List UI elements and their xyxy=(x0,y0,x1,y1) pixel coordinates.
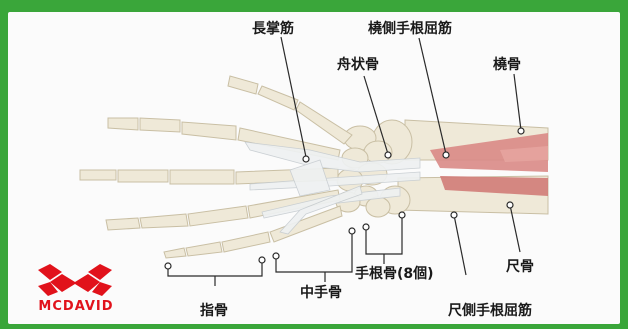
label-scaphoid: 舟状骨 xyxy=(337,57,379,73)
label-flexor-carpi-ulnaris: 尺側手根屈筋 xyxy=(448,303,532,319)
label-ulna: 尺骨 xyxy=(506,259,534,275)
label-carpals: 手根骨(8個) xyxy=(355,266,434,282)
logo-text: MCDAVID xyxy=(18,299,134,314)
label-radius: 橈骨 xyxy=(493,57,521,73)
label-flexor-carpi-radialis: 橈側手根屈筋 xyxy=(368,21,452,37)
mcdavid-logo-mark-icon xyxy=(36,262,114,298)
label-metacarpals: 中手骨 xyxy=(300,285,342,301)
label-phalanges: 指骨 xyxy=(200,303,228,319)
mcdavid-logo: MCDAVID xyxy=(18,262,134,318)
label-palmaris-longus: 長掌筋 xyxy=(252,21,294,37)
